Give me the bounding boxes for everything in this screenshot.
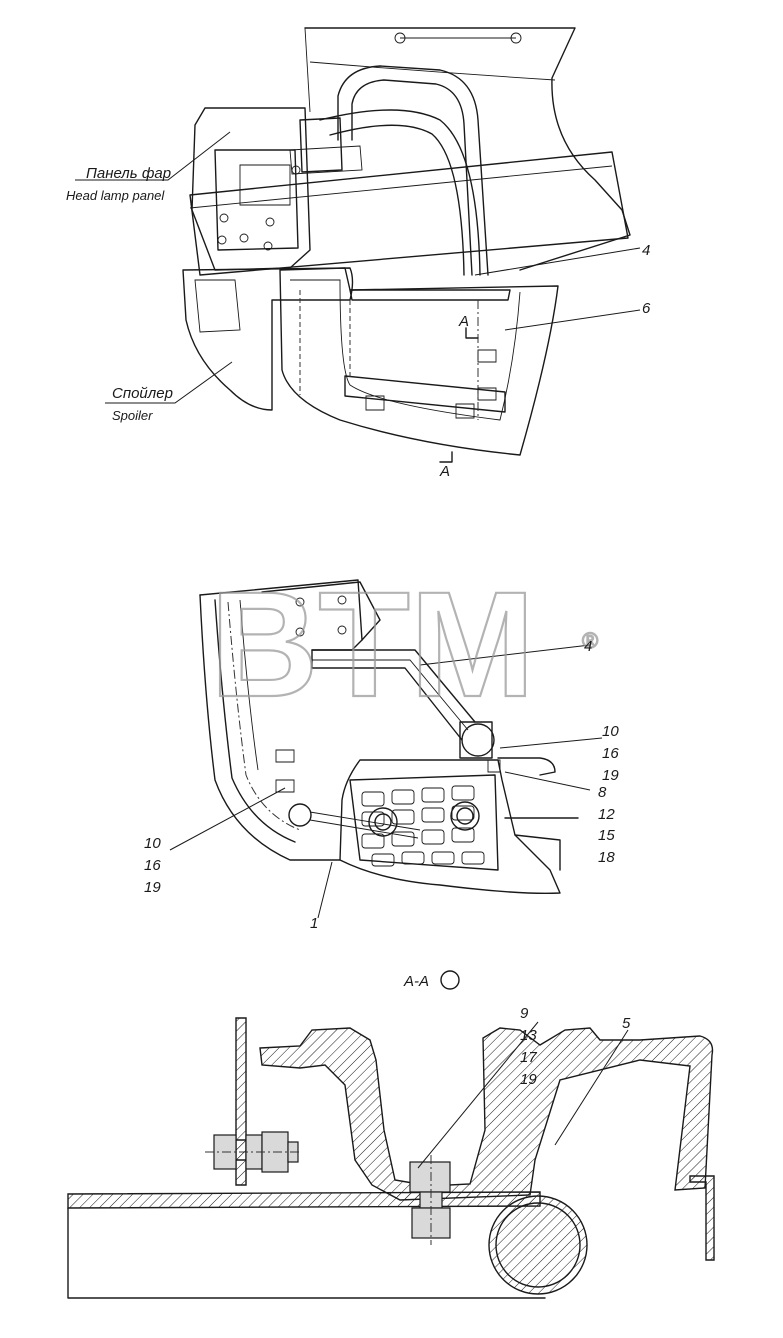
callout-17: 17 <box>520 1049 537 1066</box>
callout-6-top: 6 <box>642 300 651 317</box>
callout-9: 9 <box>520 1005 529 1022</box>
callout-4-top: 4 <box>642 242 650 259</box>
watermark-registered-icon: ® <box>582 628 598 653</box>
headlamp-panel-label-ru: Панель фар <box>86 165 171 182</box>
section-mark-a-top: A <box>458 313 469 330</box>
callout-5: 5 <box>622 1015 631 1032</box>
spoiler-label-en: Spoiler <box>112 408 153 423</box>
btm-watermark: BTM ® <box>209 559 599 729</box>
callout-18: 18 <box>598 849 615 866</box>
callout-10-mid-right: 10 <box>602 723 619 740</box>
section-view <box>67 1017 715 1299</box>
callout-10-mid-left: 10 <box>144 835 161 852</box>
rotation-symbol-icon <box>440 970 460 990</box>
headlamp-panel-label-en: Head lamp panel <box>66 188 165 203</box>
section-title: A-A <box>403 973 429 990</box>
callout-19-mid-right: 19 <box>602 767 619 784</box>
top-view <box>75 27 641 463</box>
callout-4-mid: 4 <box>584 638 592 655</box>
callout-13: 13 <box>520 1027 537 1044</box>
callout-15: 15 <box>598 827 615 844</box>
callout-19-section: 19 <box>520 1071 537 1088</box>
callout-16-mid-right: 16 <box>602 745 619 762</box>
middle-view <box>169 579 603 919</box>
callout-19-mid-left: 19 <box>144 879 161 896</box>
callout-16-mid-left: 16 <box>144 857 161 874</box>
spoiler-label-ru: Спойлер <box>112 385 173 402</box>
watermark-text: BTM <box>210 560 535 728</box>
section-mark-a-bottom: A <box>439 463 450 480</box>
callout-12: 12 <box>598 806 615 823</box>
callout-8: 8 <box>598 784 607 801</box>
callout-1: 1 <box>310 915 318 932</box>
